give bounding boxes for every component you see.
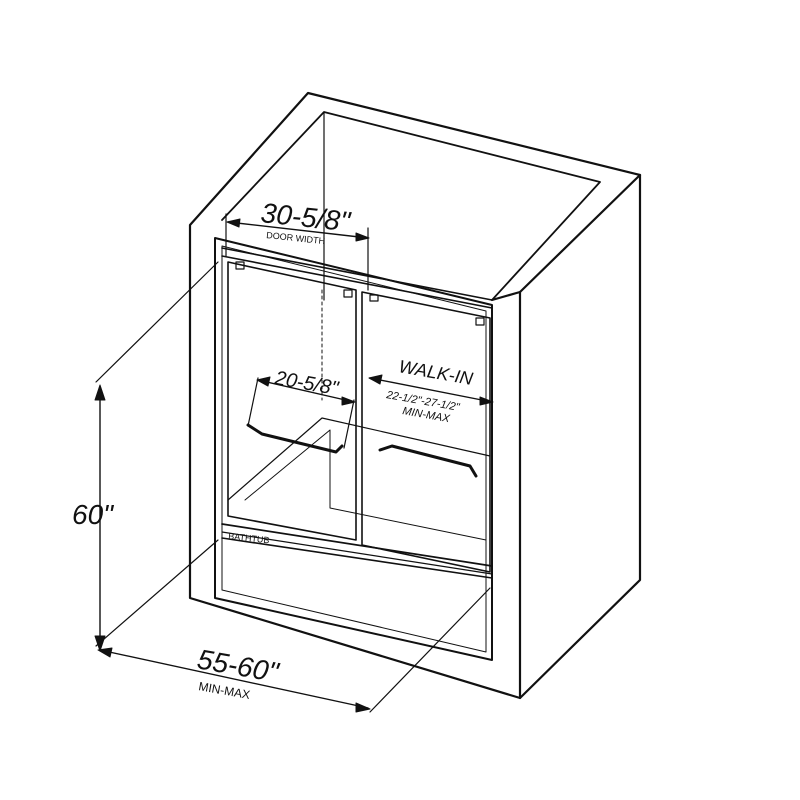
- bottom-track: [221, 537, 493, 579]
- front-opening: [214, 237, 493, 661]
- walk-in-dim-line: [369, 377, 493, 403]
- door-width-arrow-left: [226, 218, 241, 228]
- bathtub-front-bottom: [221, 531, 493, 575]
- panel-value: 20-5/8": [272, 367, 341, 400]
- bathtub-inner: [244, 429, 487, 541]
- rail-bracket-right: [475, 317, 485, 326]
- height-ext-bottom: [95, 539, 219, 647]
- panel-ext-right: [343, 399, 355, 449]
- walk-in-arrow-right: [479, 396, 494, 406]
- right-door-handle: [378, 444, 478, 478]
- right-wall-edge: [490, 290, 522, 700]
- width-dim-line: [99, 649, 369, 709]
- width-arrow-right: [355, 702, 371, 713]
- walk-in-arrow-left: [368, 374, 383, 385]
- top-rail: [221, 247, 493, 309]
- height-value: 60": [72, 499, 114, 530]
- rail-bracket-mid: [343, 289, 353, 298]
- bathtub-label: BATHTUB: [228, 531, 270, 545]
- height-arrow-top: [94, 384, 106, 401]
- bathtub-front-top: [221, 523, 493, 567]
- walk-in-title: WALK-IN: [397, 356, 475, 389]
- height-ext-top: [95, 261, 219, 383]
- door-width-dim-line: [227, 221, 369, 239]
- panel-arrow-left: [256, 376, 271, 387]
- panel-arrow-right: [341, 396, 356, 406]
- rail-bracket-mid2: [369, 294, 379, 302]
- right-glass-panel: [361, 291, 491, 573]
- bathtub-back-rim: [227, 417, 491, 501]
- panel-dim-line: [257, 379, 355, 403]
- enclosure-top-outline: [188, 91, 642, 700]
- width-ext-right: [369, 587, 491, 713]
- left-glass-panel: [227, 261, 357, 541]
- enclosure-inner-opening: [221, 111, 601, 301]
- width-arrow-left: [97, 647, 113, 658]
- right-wall-top: [518, 173, 642, 294]
- left-door-handle: [246, 423, 344, 454]
- panel-ext-left: [247, 377, 259, 427]
- width-label: MIN-MAX: [197, 679, 251, 702]
- front-opening-inner: [221, 245, 487, 653]
- door-width-arrow-right: [355, 232, 370, 242]
